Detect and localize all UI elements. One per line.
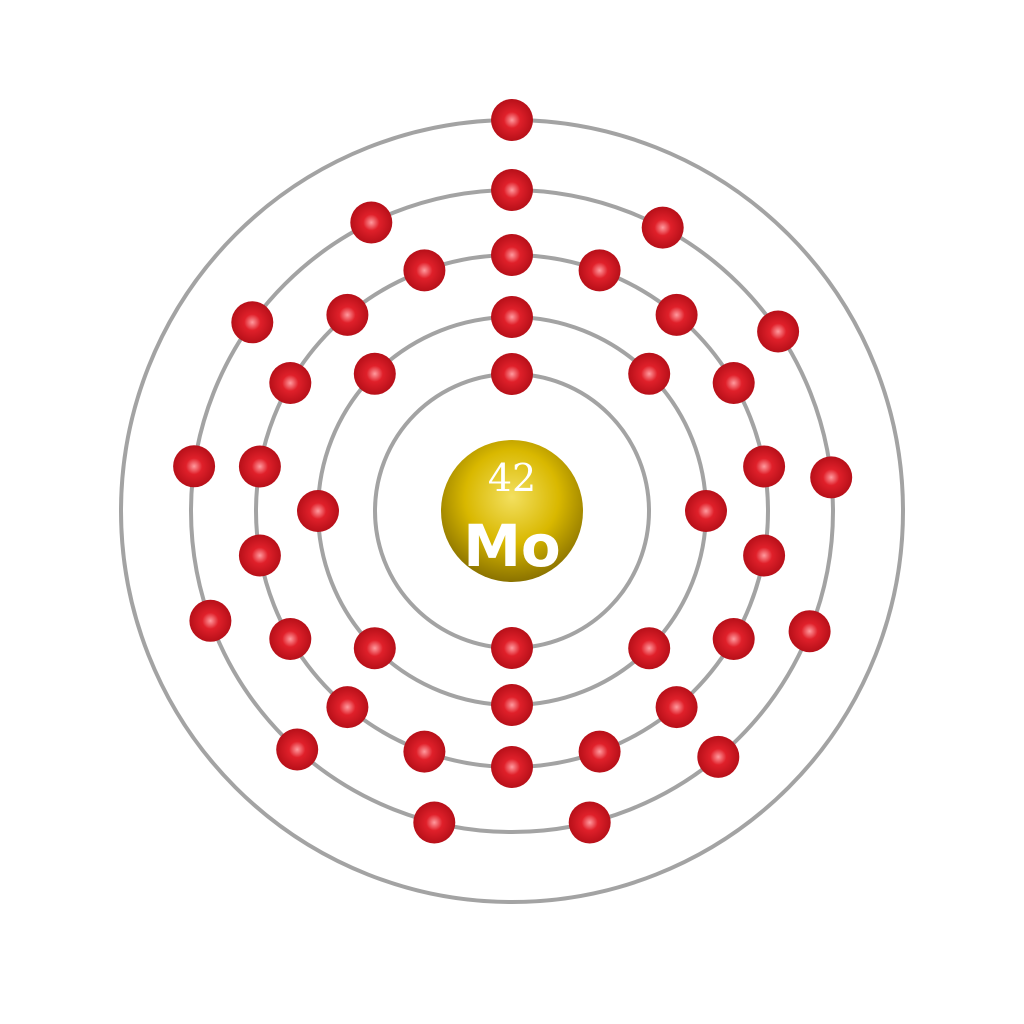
electron-shell-4-11: [173, 445, 216, 488]
electron-shell-3-4: [712, 362, 755, 404]
electron-shell-3-17: [326, 293, 369, 336]
electron-shell-3-6: [743, 534, 786, 577]
electron-shell-3-3: [655, 293, 698, 336]
electron-shell-3-9: [578, 730, 621, 773]
atomic-number: 42: [488, 456, 536, 500]
electron-shell-4-4: [810, 456, 853, 499]
nucleus-circle: [441, 440, 583, 582]
electron-shell-2-5: [491, 684, 533, 726]
electron-shell-4-8: [413, 801, 456, 844]
electron-shell-4-12: [231, 301, 274, 344]
electron-shell-3-14: [238, 534, 281, 577]
electron-shell-4-2: [641, 206, 684, 249]
electron-shell-3-2: [578, 249, 621, 292]
electron-shell-3-13: [269, 618, 312, 660]
electron-shell-3-8: [655, 686, 698, 729]
electron-shell-4-6: [697, 735, 740, 778]
electron-shell-3-7: [712, 618, 755, 660]
electron-shell-2-3: [685, 490, 727, 532]
electron-shell-3-15: [238, 445, 281, 488]
electrons-layer: [173, 99, 853, 844]
electron-shell-4-7: [568, 801, 611, 844]
electron-shell-4-3: [757, 310, 800, 353]
electron-shell-2-8: [353, 352, 396, 395]
electron-shell-3-12: [326, 686, 369, 729]
electron-shell-3-16: [269, 362, 312, 404]
electron-shell-4-9: [276, 728, 319, 771]
electron-shell-4-5: [788, 610, 831, 653]
element-symbol: Mo: [463, 512, 561, 580]
nucleus: 42 Mo: [441, 440, 583, 582]
electron-shell-3-18: [403, 249, 446, 292]
electron-shell-3-10: [491, 746, 533, 788]
electron-shell-3-5: [743, 445, 786, 488]
electron-shell-2-6: [353, 627, 396, 670]
electron-shell-4-13: [350, 201, 393, 244]
electron-shell-2-7: [297, 490, 339, 532]
electron-shell-5-1: [491, 99, 533, 141]
electron-shell-3-11: [403, 730, 446, 773]
electron-shell-3-1: [491, 234, 533, 276]
electron-shell-4-10: [189, 599, 232, 642]
electron-shell-4-1: [491, 169, 533, 211]
electron-shell-1-1: [491, 353, 533, 395]
electron-shell-2-2: [628, 352, 671, 395]
electron-shell-2-1: [491, 296, 533, 338]
electron-shell-2-4: [628, 627, 671, 670]
electron-shell-1-2: [491, 627, 533, 669]
